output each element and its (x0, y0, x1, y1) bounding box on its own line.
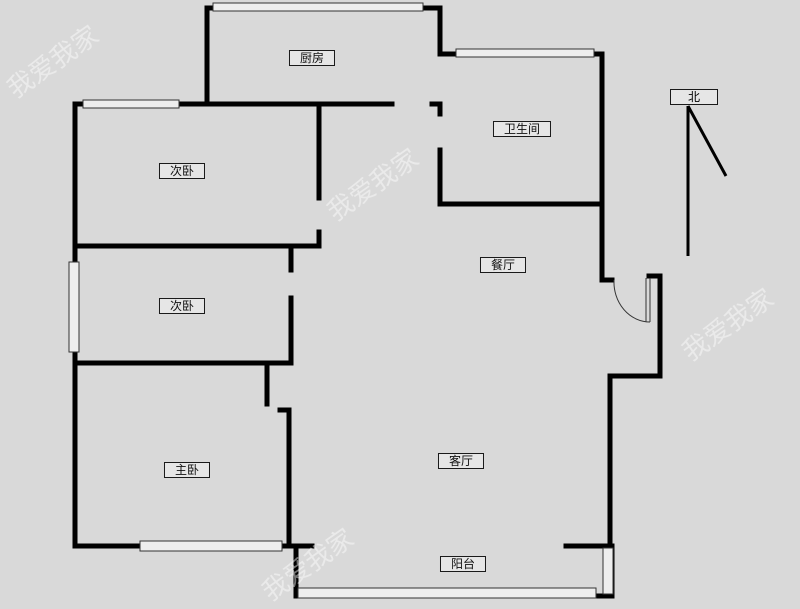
room-label-dining: 餐厅 (479, 257, 527, 273)
windows (68, 2, 614, 599)
compass-north-label: 北 (670, 89, 718, 105)
room-label-kitchen: 厨房 (288, 50, 336, 66)
room-label-bedroom-upper: 次卧 (158, 163, 206, 179)
room-label-bathroom: 卫生间 (492, 121, 552, 137)
room-label-master-bedroom: 主卧 (163, 462, 211, 478)
north-arrow (686, 105, 728, 256)
room-label-bedroom-middle: 次卧 (158, 298, 206, 314)
room-label-balcony: 阳台 (439, 556, 487, 572)
entry-door (613, 278, 651, 323)
room-label-living-room: 客厅 (437, 453, 485, 469)
